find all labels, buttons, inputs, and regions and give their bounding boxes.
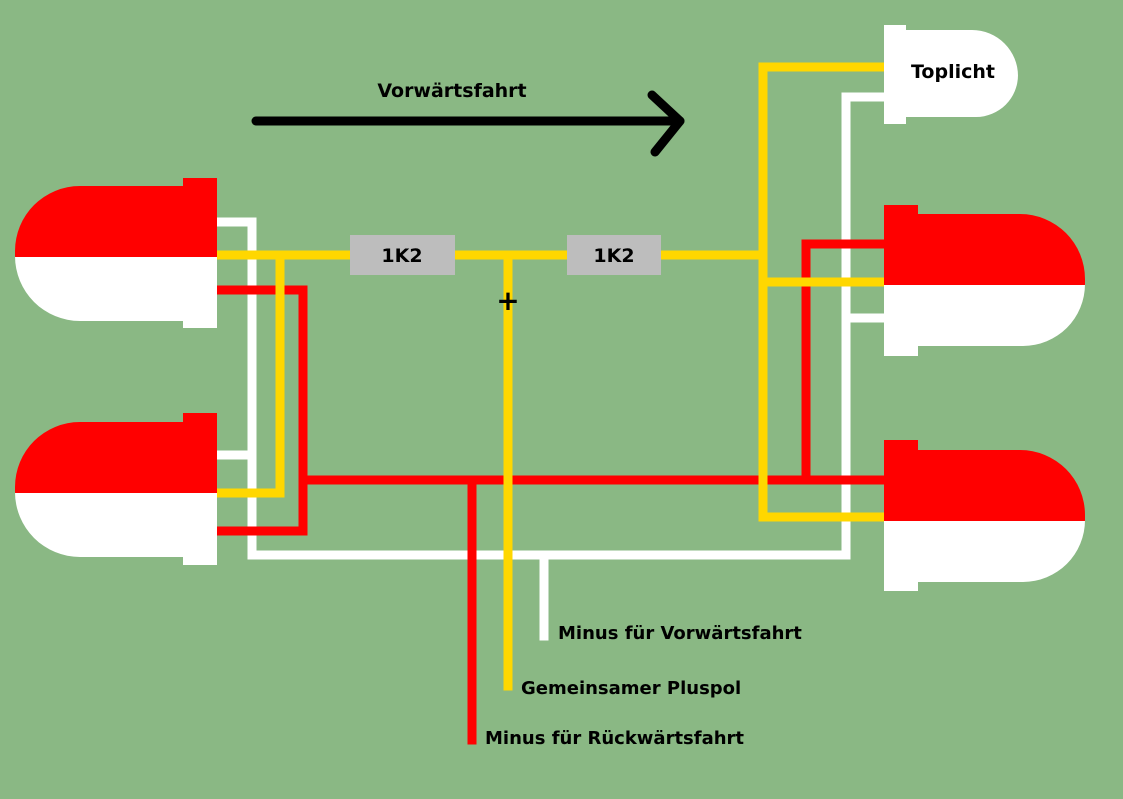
led-left-bottom	[15, 413, 217, 565]
led-left-top	[15, 178, 217, 328]
led-right-middle	[884, 205, 1085, 356]
label-minus-reverse: Minus für Rückwärtsfahrt	[485, 728, 744, 749]
resistor-right: 1K2	[567, 235, 661, 275]
red-wire-right-led1	[801, 239, 889, 485]
direction-arrow	[251, 90, 685, 157]
resistor-left-label: 1K2	[381, 245, 422, 267]
yellow-wire-left-led2	[211, 250, 285, 498]
plus-symbol: +	[496, 284, 519, 317]
toplicht-label: Toplicht	[911, 61, 995, 83]
resistor-left: 1K2	[350, 235, 455, 275]
white-wires	[211, 92, 889, 641]
red-wires	[211, 239, 889, 745]
resistor-right-label: 1K2	[593, 245, 634, 267]
yellow-wire-right-trunk	[758, 62, 889, 522]
yellow-wires	[211, 62, 889, 691]
label-minus-forward: Minus für Vorwärtsfahrt	[558, 623, 802, 644]
led-toplicht	[884, 25, 1018, 124]
red-wire-left-led1	[211, 285, 308, 536]
led-right-bottom	[884, 440, 1085, 591]
white-wire-left-main	[211, 92, 889, 560]
direction-label: Vorwärtsfahrt	[377, 80, 526, 102]
label-common-plus: Gemeinsamer Pluspol	[521, 678, 741, 699]
